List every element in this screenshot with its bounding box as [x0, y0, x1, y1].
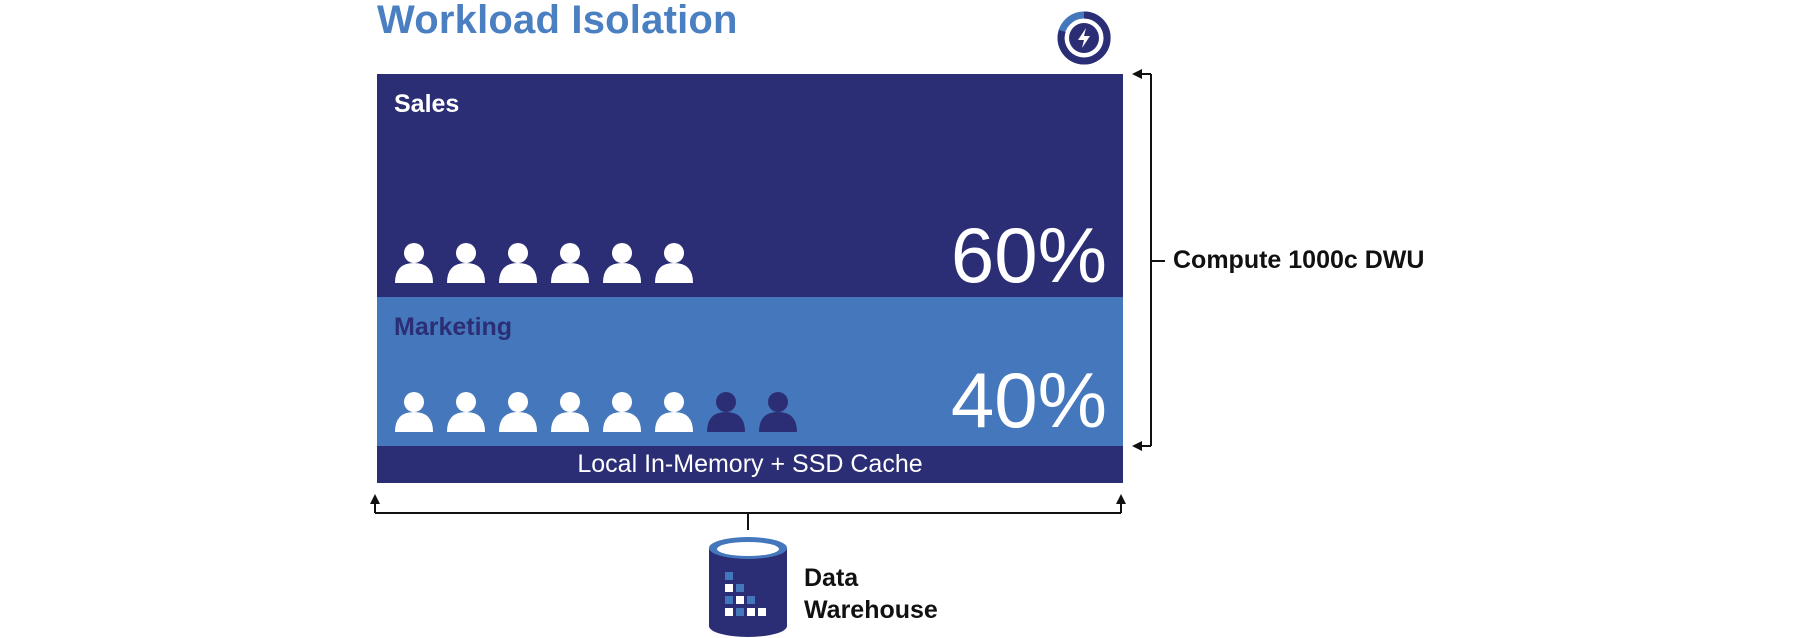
sales-users [393, 241, 695, 283]
compute-label: Compute 1000c DWU [1173, 246, 1425, 274]
sales-pool: Sales 60% [377, 74, 1123, 297]
user-icon [655, 243, 693, 283]
marketing-pool: Marketing 40% [377, 297, 1123, 446]
user-icon [499, 392, 537, 432]
user-icon [655, 392, 693, 432]
user-icon [603, 392, 641, 432]
user-icon [447, 243, 485, 283]
user-icon [395, 243, 433, 283]
data-warehouse-label-line1: Data [804, 564, 859, 592]
page-title: Workload Isolation [377, 0, 738, 42]
marketing-percent: 40% [950, 356, 1107, 444]
marketing-users [393, 390, 799, 432]
inactive-user-icon [759, 392, 797, 432]
user-icon [447, 392, 485, 432]
user-icon [551, 392, 589, 432]
database-icon [709, 537, 787, 637]
user-icon [551, 243, 589, 283]
lightning-bolt-icon [1057, 11, 1111, 65]
sales-percent: 60% [950, 211, 1107, 299]
cache-bar: Local In-Memory + SSD Cache [377, 446, 1123, 483]
user-icon [603, 243, 641, 283]
data-warehouse-label: Data Warehouse [804, 562, 938, 626]
sales-label: Sales [394, 90, 460, 118]
data-warehouse-label-line2: Warehouse [804, 596, 938, 624]
user-icon [395, 392, 433, 432]
user-icon [499, 243, 537, 283]
inactive-user-icon [707, 392, 745, 432]
marketing-label: Marketing [394, 313, 513, 341]
